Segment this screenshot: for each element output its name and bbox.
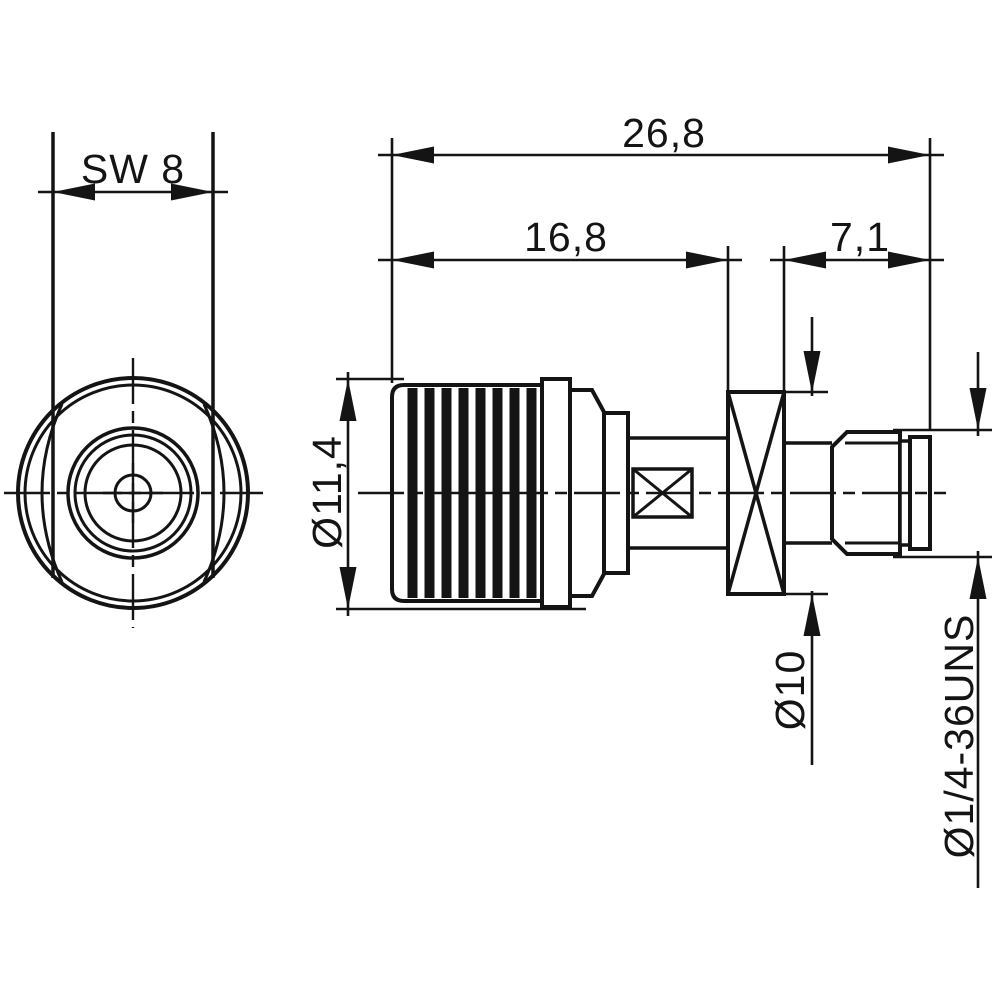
flange-diameter-arrow-bottom — [803, 594, 821, 636]
flange-diameter-arrow-top — [803, 351, 821, 393]
rear-length-arrow-right — [888, 251, 930, 269]
length-dimensions: 26,8 16,8 7,1 — [378, 110, 944, 430]
overall-length-label: 26,8 — [622, 110, 706, 156]
thread-arrow-top — [969, 388, 987, 430]
thread-label: Ø1/4-36UNS — [936, 614, 982, 859]
body-diameter-arrow-bottom — [339, 567, 357, 609]
sw8-label: SW 8 — [81, 146, 185, 192]
body-length-arrow-left — [392, 251, 434, 269]
side-view — [358, 377, 946, 609]
rear-length-label: 7,1 — [830, 214, 890, 260]
dimension-wrench-size: SW 8 — [38, 146, 228, 201]
flange-diameter-label: Ø10 — [767, 650, 813, 731]
thread-arrow-bottom — [969, 557, 987, 599]
overall-length-arrow-left — [392, 146, 434, 164]
body-length-arrow-right — [686, 251, 728, 269]
diameter-dimensions: Ø11,4 Ø10 Ø1/4-36UNS — [304, 317, 992, 888]
body-diameter-arrow-top — [339, 379, 357, 421]
front-view — [4, 132, 263, 628]
rear-length-arrow-left — [784, 251, 826, 269]
overall-length-arrow-right — [888, 146, 930, 164]
body-diameter-label: Ø11,4 — [304, 435, 350, 549]
body-length-label: 16,8 — [524, 214, 608, 260]
